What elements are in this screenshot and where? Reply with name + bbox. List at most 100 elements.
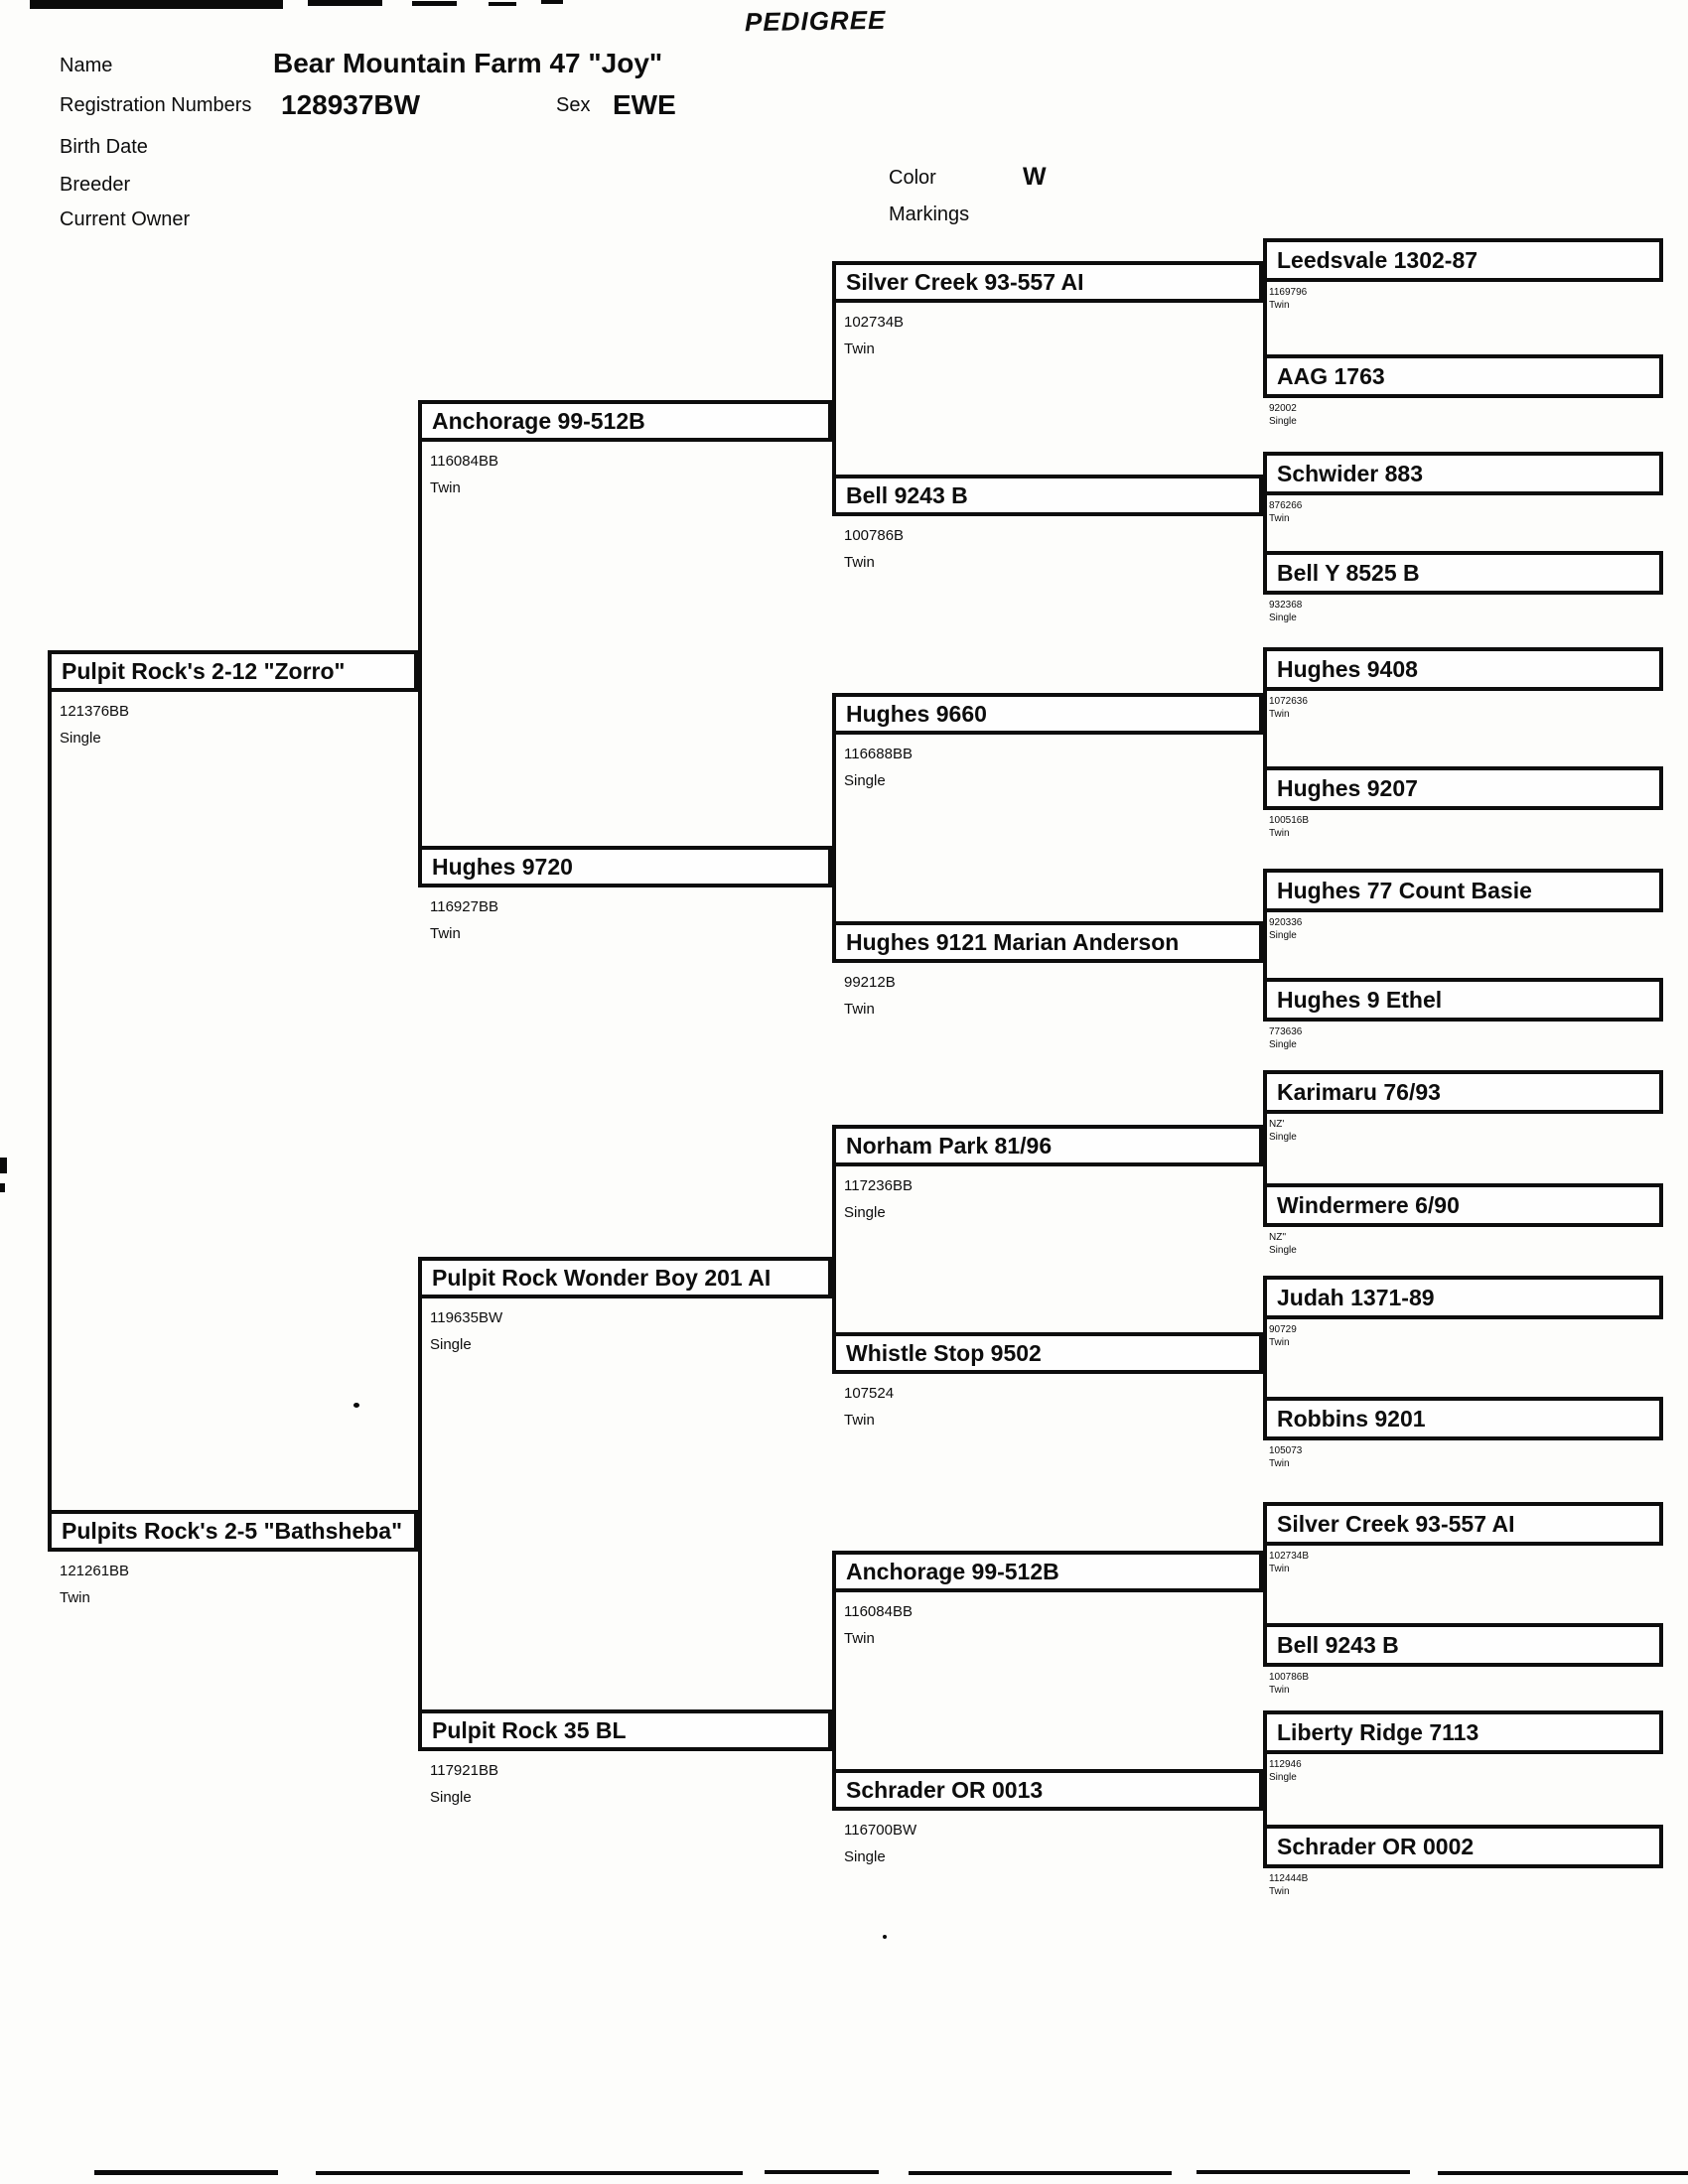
connector-line — [1263, 668, 1267, 787]
registration-numbers-value: 128937BW — [281, 89, 421, 120]
connector-line — [1263, 259, 1267, 375]
registration-number: 105073 — [1269, 1445, 1303, 1456]
animal-name: Leedsvale 1302-87 — [1277, 246, 1478, 273]
birth-type: Twin — [844, 1412, 875, 1429]
animal-name: Hughes 9121 Marian Anderson — [846, 928, 1180, 955]
registration-number: 116084BB — [844, 1603, 913, 1620]
registration-number: 773636 — [1269, 1026, 1303, 1037]
animal-name: Pulpit Rock 35 BL — [432, 1716, 627, 1743]
pedigree-node-g4-8: Karimaru 76/93 NZ'Single — [1263, 1070, 1663, 1144]
birth-type: Twin — [1269, 709, 1290, 720]
birth-date-label: Birth Date — [60, 136, 148, 158]
connector-line — [832, 1146, 836, 1353]
birth-type: Twin — [60, 1589, 90, 1606]
animal-name: Whistle Stop 9502 — [846, 1339, 1042, 1366]
birth-type: Twin — [844, 554, 875, 571]
animal-name-box: Hughes 9 Ethel — [1263, 978, 1663, 1022]
animal-name-box: Hughes 9408 — [1263, 647, 1663, 691]
scan-artifact — [489, 2, 516, 6]
scan-artifact — [412, 1, 457, 6]
registration-number: 116084BB — [430, 453, 498, 470]
registration-number: 119635BW — [430, 1309, 503, 1326]
animal-name-box: Hughes 9207 — [1263, 766, 1663, 810]
color-value: W — [1023, 163, 1047, 191]
connector-line — [418, 421, 422, 867]
pedigree-node-g4-9: Windermere 6/90 NZ''Single — [1263, 1183, 1663, 1257]
birth-type: Twin — [844, 1630, 875, 1647]
registration-number: 121376BB — [60, 703, 130, 720]
pedigree-node-g3-2: Hughes 9660 116688BB Single — [832, 693, 1263, 794]
registration-number: 117236BB — [844, 1177, 913, 1194]
animal-name-box: Pulpit Rock's 2-12 "Zorro" — [48, 650, 418, 692]
animal-name-box: Liberty Ridge 7113 — [1263, 1710, 1663, 1754]
connector-line — [1263, 1731, 1267, 1845]
animal-name-box: Hughes 77 Count Basie — [1263, 869, 1663, 912]
animal-name-box: Robbins 9201 — [1263, 1397, 1663, 1440]
registration-number: 116688BB — [844, 746, 913, 762]
sex-value: EWE — [613, 89, 676, 120]
scan-artifact — [316, 2171, 743, 2175]
birth-type: Single — [1269, 1039, 1297, 1050]
animal-name-box: Pulpits Rock's 2-5 "Bathsheba" — [48, 1510, 418, 1552]
registration-number: NZ'' — [1269, 1232, 1287, 1243]
scan-artifact — [909, 2171, 1172, 2175]
scan-artifact — [1438, 2171, 1688, 2175]
registration-number: 116927BB — [430, 898, 498, 915]
birth-type: Twin — [1269, 1458, 1290, 1469]
animal-name: Silver Creek 93-557 AI — [846, 268, 1084, 295]
animal-name-box: Hughes 9660 — [832, 693, 1263, 735]
animal-name-box: Anchorage 99-512B — [832, 1551, 1263, 1592]
scan-artifact — [0, 1158, 7, 1173]
pedigree-node-g2-2: Pulpit Rock Wonder Boy 201 AI 119635BW Si… — [418, 1257, 832, 1358]
animal-name-box: Silver Creek 93-557 AI — [1263, 1502, 1663, 1546]
birth-type: Single — [844, 772, 886, 789]
name-value: Bear Mountain Farm 47 "Joy" — [273, 48, 663, 78]
animal-name: Hughes 77 Count Basie — [1277, 877, 1532, 903]
birth-type: Single — [430, 1789, 472, 1806]
current-owner-label: Current Owner — [60, 208, 191, 230]
animal-name: Robbins 9201 — [1277, 1405, 1426, 1432]
animal-name: Windermere 6/90 — [1277, 1191, 1460, 1218]
birth-type: Twin — [1269, 1564, 1290, 1574]
birth-type: Twin — [844, 1001, 875, 1018]
birth-type: Single — [1269, 416, 1297, 427]
animal-name: Bell Y 8525 B — [1277, 559, 1420, 586]
animal-name: Judah 1371-89 — [1277, 1284, 1435, 1310]
birth-type: Single — [1269, 930, 1297, 941]
animal-name: Liberty Ridge 7113 — [1277, 1718, 1479, 1745]
registration-numbers-label: Registration Numbers — [60, 94, 252, 116]
registration-number: 1072636 — [1269, 696, 1308, 707]
connector-line — [1263, 1523, 1267, 1644]
connector-line — [1263, 473, 1267, 572]
animal-name-box: Pulpit Rock Wonder Boy 201 AI — [418, 1257, 832, 1298]
registration-number: 100786B — [1269, 1672, 1310, 1683]
birth-type: Single — [430, 1336, 472, 1353]
animal-name-box: Bell Y 8525 B — [1263, 551, 1663, 595]
birth-type: Twin — [844, 341, 875, 357]
scan-artifact — [30, 0, 283, 9]
birth-type: Twin — [1269, 513, 1290, 524]
animal-name-box: Leedsvale 1302-87 — [1263, 238, 1663, 282]
animal-name-box: Schrader OR 0013 — [832, 1769, 1263, 1811]
animal-name: Bell 9243 B — [1277, 1631, 1399, 1658]
animal-name: Karimaru 76/93 — [1277, 1078, 1441, 1105]
breeder-label: Breeder — [60, 174, 131, 196]
animal-name: Bell 9243 B — [846, 481, 968, 508]
animal-name-box: Karimaru 76/93 — [1263, 1070, 1663, 1114]
connector-line — [1263, 889, 1267, 999]
scan-artifact — [765, 2170, 879, 2174]
